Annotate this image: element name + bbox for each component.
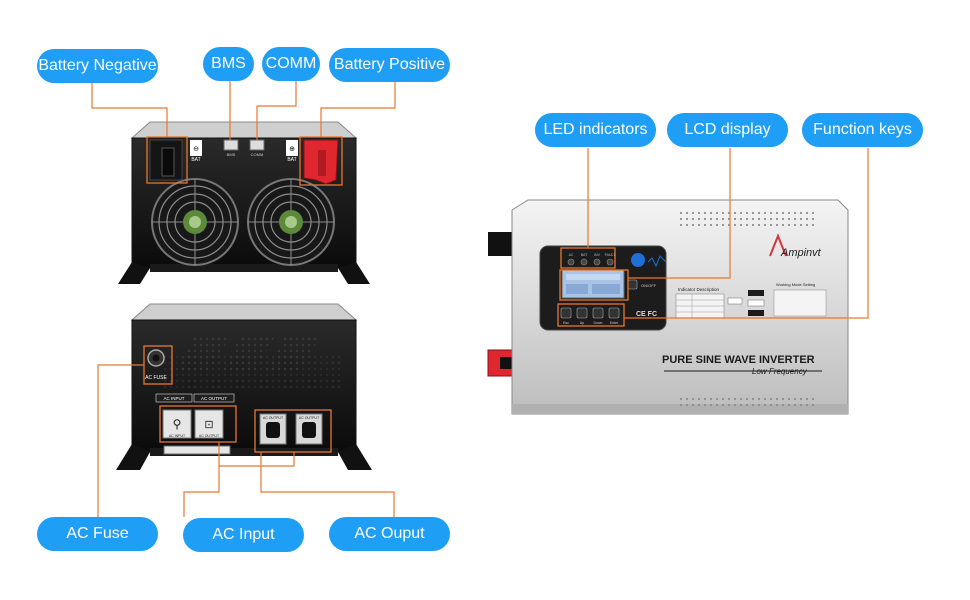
ac-output-highlight — [254, 409, 332, 453]
svg-text:ON/OFF: ON/OFF — [641, 283, 657, 288]
svg-text:CE FC: CE FC — [636, 311, 657, 318]
svg-text:AC INPUT: AC INPUT — [169, 434, 186, 438]
rear-panel-dc: ⊖ BAT BMS COMM ⊕ BAT — [118, 121, 370, 284]
svg-text:FAULT: FAULT — [605, 253, 616, 257]
svg-text:BAT: BAT — [191, 157, 200, 163]
svg-text:⊖: ⊖ — [193, 146, 199, 153]
svg-text:AC OUTPUT: AC OUTPUT — [263, 416, 284, 420]
ac-fuse-holder: AC FUSE — [145, 349, 167, 381]
battery-negative-terminal: ⊖ BAT — [149, 139, 202, 181]
svg-text:⊕: ⊕ — [289, 146, 295, 153]
svg-text:COMM: COMM — [251, 152, 264, 157]
svg-text:⚲: ⚲ — [173, 417, 182, 431]
rear-panel-ac: AC FUSE AC INPUT AC OUTPUT ⚲ AC INPUT ⊡ … — [116, 303, 372, 470]
svg-text:AC: AC — [569, 253, 574, 257]
svg-text:BAT: BAT — [287, 157, 296, 163]
svg-text:Enter: Enter — [610, 321, 619, 325]
indicator-table: Indicator Description — [675, 287, 725, 319]
callout-comm: COMM — [262, 47, 320, 81]
callout-ac-output: AC Ouput — [329, 517, 450, 551]
callout-battery-negative: Battery Negative — [37, 49, 158, 83]
svg-text:Esc: Esc — [563, 321, 569, 325]
callout-lcd-display: LCD display — [667, 113, 788, 147]
callout-ac-fuse: AC Fuse — [37, 517, 158, 551]
ac-outlets: AC OUTPUT AC OUTPUT — [259, 413, 323, 445]
product-title: PURE SINE WAVE INVERTER — [662, 354, 815, 366]
callout-led-indicators: LED indicators — [535, 113, 656, 147]
brand-logo: Ampinvt — [769, 233, 822, 259]
lcd-display-highlight — [559, 269, 629, 301]
power-button — [627, 279, 638, 290]
bms-port: BMS — [223, 139, 239, 157]
svg-text:AC OUTPUT: AC OUTPUT — [201, 396, 227, 401]
svg-text:⊡: ⊡ — [204, 419, 213, 431]
led-row: AC BAT INV FAULT — [567, 253, 616, 266]
svg-text:AC FUSE: AC FUSE — [145, 375, 167, 381]
svg-text:Working Mode Setting: Working Mode Setting — [776, 282, 815, 287]
function-keys: Esc Up Down Enter — [560, 307, 620, 325]
callout-function-keys: Function keys — [802, 113, 923, 147]
callout-bms: BMS — [203, 47, 254, 81]
fan-left — [151, 178, 239, 266]
svg-text:Indicator Description: Indicator Description — [678, 287, 720, 292]
fan-right — [247, 178, 335, 266]
svg-text:BAT: BAT — [581, 253, 588, 257]
ac-input-highlight — [159, 405, 237, 443]
svg-text:Up: Up — [580, 321, 585, 325]
leader-lines — [91, 80, 869, 517]
svg-text:INV: INV — [594, 253, 601, 257]
svg-text:AC OUTPUT: AC OUTPUT — [299, 416, 320, 420]
ac-terminals: ⚲ AC INPUT ⊡ AC OUTPUT — [162, 409, 224, 439]
svg-text:Down: Down — [594, 321, 603, 325]
function-keys-highlight — [557, 303, 625, 327]
battery-positive-terminal: ⊕ BAT — [286, 139, 339, 185]
product-subtitle: Low Frequency — [752, 367, 808, 376]
front-control-panel: AC BAT INV FAULT Esc Up Down En — [539, 245, 667, 331]
comm-port: COMM — [249, 139, 265, 157]
callout-battery-positive: Battery Positive — [329, 48, 450, 82]
svg-text:AC OUTPUT: AC OUTPUT — [199, 434, 220, 438]
callout-ac-input: AC Input — [183, 518, 304, 552]
svg-text:BMS: BMS — [227, 152, 236, 157]
svg-text:AC INPUT: AC INPUT — [163, 396, 184, 401]
working-mode-box: Working Mode Setting — [727, 282, 827, 317]
svg-text:Ampinvt: Ampinvt — [780, 247, 822, 259]
front-unit: AC BAT INV FAULT Esc Up Down En — [487, 199, 849, 415]
